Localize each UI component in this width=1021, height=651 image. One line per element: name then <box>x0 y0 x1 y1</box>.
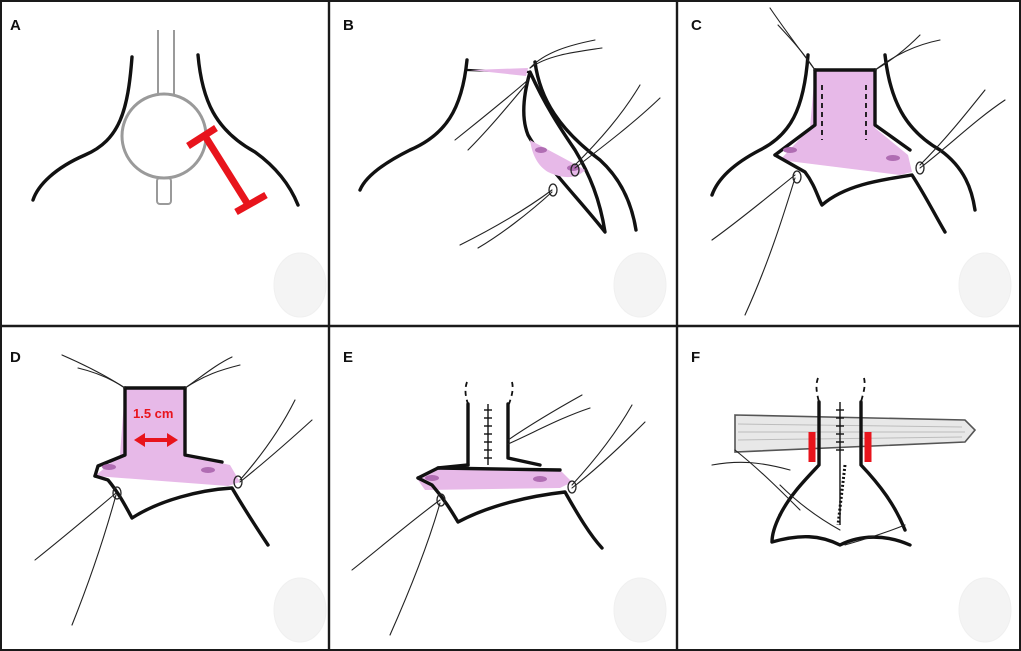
panel-a-organ-outline <box>31 55 134 202</box>
panel-f-label: F <box>691 349 700 366</box>
suture-thread-icon <box>351 394 646 636</box>
panel-b-flap <box>522 70 607 234</box>
trocar-icon <box>120 30 208 205</box>
panel-e: E <box>343 349 667 643</box>
panel-b-organ-left <box>358 58 469 192</box>
panel-d-watermark <box>273 577 327 643</box>
panel-b-label: B <box>343 17 354 34</box>
panel-c-organ-right <box>883 53 977 212</box>
suture-thread-icon <box>711 449 801 511</box>
panel-c-organ-left <box>710 53 810 197</box>
panel-b-organ-right <box>533 60 638 232</box>
suture-thread-icon <box>711 7 1006 316</box>
clip-marker-icon <box>186 125 268 216</box>
panel-a-watermark <box>273 252 327 318</box>
panel-f-watermark <box>958 577 1012 643</box>
panel-f-band <box>734 414 977 453</box>
panel-c-watermark <box>958 252 1012 318</box>
panel-d-flap <box>93 474 270 547</box>
panel-e-flap <box>416 476 604 550</box>
clip-marker-icon <box>808 432 872 462</box>
panel-b: B <box>343 17 667 318</box>
panel-c-label: C <box>691 17 702 34</box>
suture-thread-icon <box>454 39 661 249</box>
panel-a-organ-outline-right <box>196 53 300 207</box>
panel-c: C <box>691 7 1012 318</box>
panel-d-label: D <box>10 349 21 366</box>
panel-e-watermark <box>613 577 667 643</box>
panel-e-label: E <box>343 349 353 366</box>
panel-c-flap <box>773 153 947 234</box>
panel-c-tissue <box>780 70 912 175</box>
panel-d-measurement-label: 1.5 cm <box>133 406 173 421</box>
measure-arrow-icon <box>134 433 178 447</box>
suture-thread-icon <box>34 354 313 626</box>
panel-f: F <box>691 349 1012 643</box>
panel-a: A <box>10 17 327 318</box>
panel-e-tissue <box>418 468 572 490</box>
panel-d: D 1.5 cm <box>10 349 327 643</box>
panel-a-label: A <box>10 17 21 34</box>
panel-b-watermark <box>613 252 667 318</box>
